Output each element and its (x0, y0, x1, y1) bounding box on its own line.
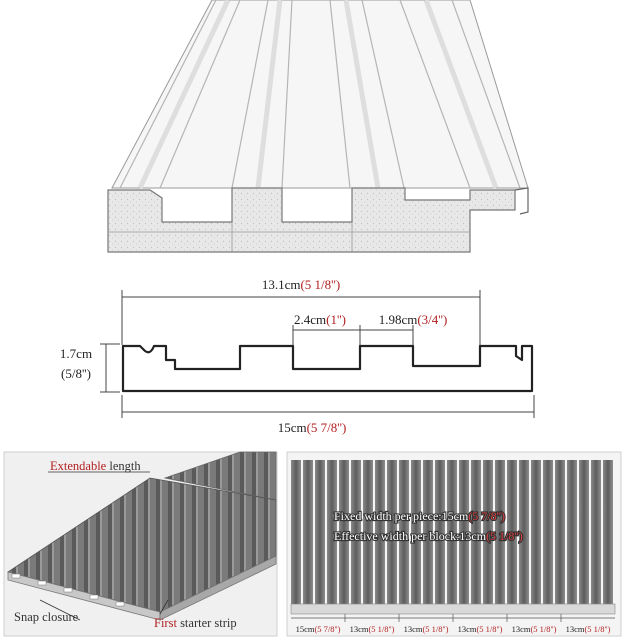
dimension-lines (100, 290, 535, 418)
installation-view: Extendable length Snap closure First sta… (3, 451, 278, 637)
panel-stripe (567, 460, 577, 604)
first-starter-strip-label: First starter strip (154, 616, 237, 630)
segment-label: 13cm(5 1/8'') (566, 624, 611, 634)
panel-stripe (471, 460, 481, 604)
top-width-label: 13.1cm(5 1/8'') (262, 277, 340, 292)
panel-stripe (507, 460, 517, 604)
bottom-width-label: 15cm(5 7/8'') (278, 420, 347, 435)
extendable-length-label: Extendable length (50, 459, 141, 473)
snap-closure-label: Snap closure (14, 610, 79, 624)
panel-stripe (579, 460, 589, 604)
panel-3d-render (107, 0, 529, 253)
panel-stripe (423, 460, 433, 604)
groove-width-label: 1.98cm(3/4'') (379, 312, 448, 327)
panel-stripe (531, 460, 541, 604)
panel-stripe (555, 460, 565, 604)
panel-stripe (387, 460, 397, 604)
panel-stripe (495, 460, 505, 604)
panel-profile-outline (121, 344, 534, 393)
panel-stripe (459, 460, 469, 604)
segment-label: 13cm(5 1/8'') (458, 624, 503, 634)
segment-labels: 15cm(5 7/8'') 13cm(5 1/8'') 13cm(5 1/8'') 1… (296, 614, 611, 634)
profile-dimension-drawing: 13.1cm(5 1/8'') 2.4cm(1'') 1.98cm(3/4'')… (60, 277, 535, 435)
panel-stripe (351, 460, 361, 604)
rib-width-label: 2.4cm(1'') (294, 312, 346, 327)
height-inch-label: (5/8'') (61, 366, 91, 381)
panel-stripe (591, 460, 601, 604)
panel-stripe (303, 460, 313, 604)
segment-label: 13cm(5 1/8'') (350, 624, 395, 634)
panel-stripes (291, 460, 613, 604)
panel-stripe (315, 460, 325, 604)
panel-stripe (519, 460, 529, 604)
panel-stripe (411, 460, 421, 604)
panel-stripe (375, 460, 385, 604)
segment-label: 13cm(5 1/8'') (404, 624, 449, 634)
panel-stripe (543, 460, 553, 604)
width-panel: Fixed width per piece:15cm(5 7/8'') Effe… (286, 451, 622, 637)
panel-stripe (399, 460, 409, 604)
panel-stripe (603, 460, 613, 604)
panel-stripe (291, 460, 301, 604)
height-label: 1.7cm (60, 346, 92, 361)
panel-stripe (435, 460, 445, 604)
fixed-width-label: Fixed width per piece:15cm(5 7/8'') (334, 509, 505, 523)
panel-stripe (339, 460, 349, 604)
panel-stripe (483, 460, 493, 604)
segment-label: 13cm(5 1/8'') (512, 624, 557, 634)
effective-width-label: Effective width per block:13cm(5 1/8'') (334, 529, 523, 543)
segment-label: 15cm(5 7/8'') (296, 624, 341, 634)
panel-stripe (327, 460, 337, 604)
panel-stripe (363, 460, 373, 604)
panel-stripe (447, 460, 457, 604)
